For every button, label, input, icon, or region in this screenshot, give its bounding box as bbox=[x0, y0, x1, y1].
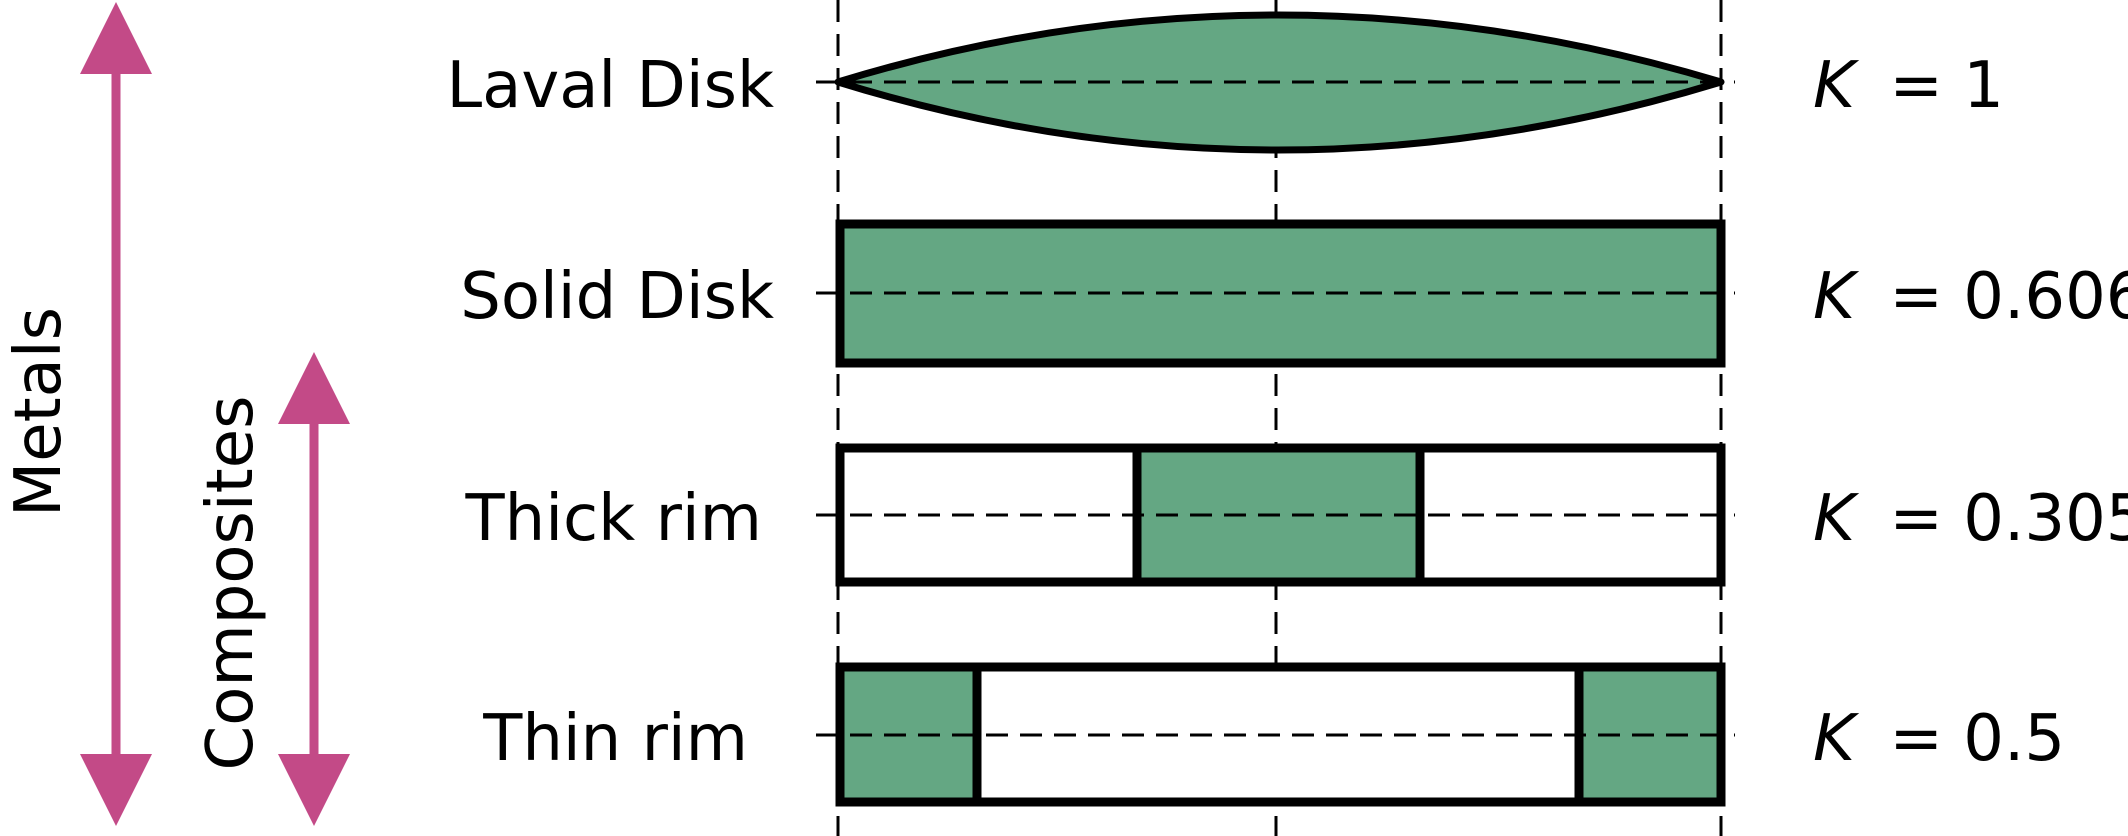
thin-k-symbol: K bbox=[1813, 702, 1860, 776]
laval-disk-label: Laval Disk bbox=[446, 49, 774, 123]
thin-k-value: K = 0.5 bbox=[1813, 702, 2065, 776]
laval-k-symbol: K bbox=[1813, 49, 1860, 123]
horizontal-guides bbox=[816, 80, 1735, 737]
composites-label: Composites bbox=[194, 396, 268, 771]
solid-k-value: K = 0.606 bbox=[1813, 260, 2128, 334]
thick-rim-label: Thick rim bbox=[465, 482, 762, 556]
laval-k-number: = 1 bbox=[1889, 49, 2004, 123]
solid-k-number: = 0.606 bbox=[1889, 260, 2128, 334]
metals-label: Metals bbox=[2, 307, 76, 517]
thick-k-value: K = 0.305 bbox=[1813, 482, 2128, 556]
laval-k-value: K = 1 bbox=[1813, 49, 2004, 123]
solid-k-symbol: K bbox=[1813, 260, 1860, 334]
thick-k-symbol: K bbox=[1813, 482, 1860, 556]
solid-disk-label: Solid Disk bbox=[460, 260, 774, 334]
thick-k-number: = 0.305 bbox=[1889, 482, 2128, 556]
thin-k-number: = 0.5 bbox=[1889, 702, 2065, 776]
thin-rim-label: Thin rim bbox=[482, 702, 748, 776]
